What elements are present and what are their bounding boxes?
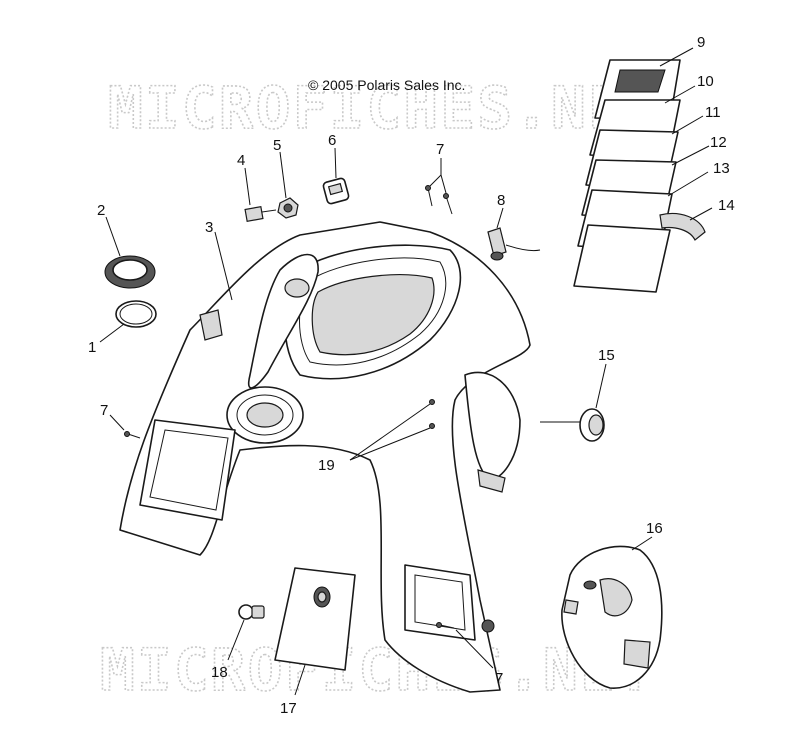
- part-17-access-plate: [274, 567, 356, 671]
- callout-7-bottom: 7: [495, 670, 503, 687]
- leader-lines: [99, 47, 713, 696]
- callout-15: 15: [598, 347, 615, 364]
- callout-1: 1: [88, 339, 96, 356]
- part-19-fasteners: [429, 399, 435, 429]
- part-7-screw-bottom: [436, 622, 455, 629]
- callout-7-top: 7: [436, 141, 444, 158]
- part-15-fitting: [540, 408, 605, 442]
- part-2-grommet: [104, 255, 156, 289]
- part-7-screws-top: [425, 185, 453, 215]
- copyright-text: © 2005 Polaris Sales Inc.: [308, 77, 465, 93]
- callout-4: 4: [237, 152, 245, 169]
- part-14-plate: [573, 224, 671, 293]
- callout-17: 17: [280, 700, 297, 717]
- callout-10: 10: [697, 73, 714, 90]
- callout-12: 12: [710, 134, 727, 151]
- callout-16: 16: [646, 520, 663, 537]
- callout-13: 13: [713, 160, 730, 177]
- part-1-ring: [115, 300, 157, 328]
- part-4-key: [244, 206, 277, 222]
- callout-9: 9: [697, 34, 705, 51]
- callout-11: 11: [705, 104, 721, 121]
- callout-7-left: 7: [100, 402, 108, 419]
- part-14-trim: [659, 212, 706, 241]
- callout-19: 19: [318, 457, 335, 474]
- part-5-nut: [277, 197, 299, 219]
- part-16-housing: [561, 545, 663, 689]
- watermark-top: MICROFICHES.NET: [108, 74, 662, 142]
- callout-18: 18: [211, 664, 228, 681]
- part-7-screw-left: [124, 431, 141, 439]
- hood-panel: [119, 221, 531, 693]
- callout-6: 6: [328, 132, 336, 149]
- callout-8: 8: [497, 192, 505, 209]
- callout-5: 5: [273, 137, 281, 154]
- callout-3: 3: [205, 219, 213, 236]
- watermark-bottom: MICROFICHES.NET: [100, 636, 654, 704]
- callout-2: 2: [97, 202, 105, 219]
- part-8-connector: [487, 227, 541, 261]
- part-6-switch: [322, 177, 350, 205]
- part-18-plug: [238, 604, 265, 620]
- callout-14: 14: [718, 197, 735, 214]
